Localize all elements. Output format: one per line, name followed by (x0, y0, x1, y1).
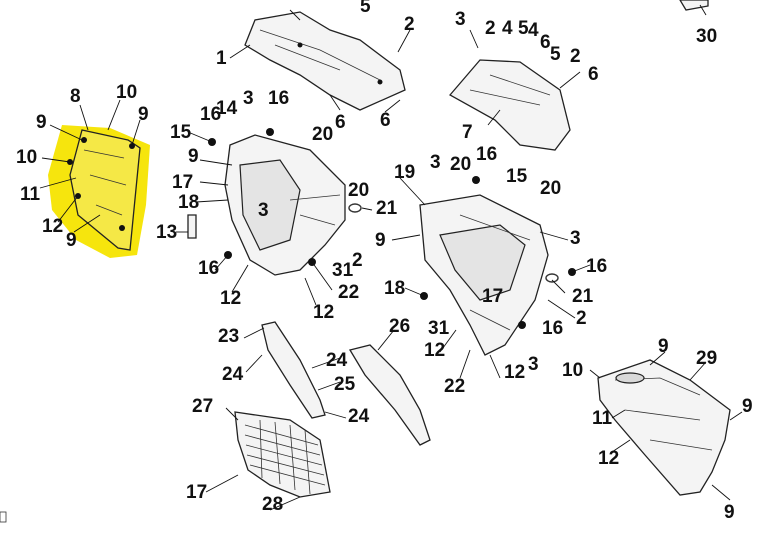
callout-6: 6 (335, 112, 346, 133)
callout-2: 2 (570, 46, 581, 67)
callout-2: 2 (576, 308, 587, 329)
callout-24: 24 (222, 364, 244, 385)
part-13-bracket (187, 214, 197, 239)
callout-12: 12 (42, 216, 63, 237)
part-23-left-strip (261, 321, 326, 419)
callout-19: 19 (394, 162, 415, 183)
callout-12: 12 (313, 302, 334, 323)
callout-9: 9 (138, 104, 149, 125)
callout-18: 18 (178, 192, 199, 213)
callout-12: 12 (424, 340, 445, 361)
leader-lines (39, 4, 743, 511)
callout-2: 2 (352, 250, 363, 271)
callout-20: 20 (312, 124, 333, 145)
callout-16: 16 (268, 88, 289, 109)
page-corner-icon (0, 511, 7, 523)
callout-3: 3 (258, 200, 269, 221)
callout-12: 12 (504, 362, 525, 383)
callout-30: 30 (696, 26, 717, 47)
callout-5: 5 (360, 0, 371, 17)
callout-17: 17 (172, 172, 193, 193)
callout-16: 16 (198, 258, 219, 279)
callout-3: 3 (243, 88, 254, 109)
callout-10: 10 (16, 147, 37, 168)
callout-6: 6 (540, 32, 551, 53)
callout-1: 1 (216, 48, 227, 69)
callout-9: 9 (188, 146, 199, 167)
callout-20: 20 (348, 180, 369, 201)
callout-26: 26 (389, 316, 410, 337)
right-frame-assembly (419, 176, 576, 356)
callout-9: 9 (658, 336, 669, 357)
highlight-part-8 (48, 125, 150, 258)
callout-2: 2 (485, 18, 496, 39)
callout-10: 10 (562, 360, 583, 381)
part-26-right-strip (348, 344, 431, 446)
callout-7: 7 (462, 122, 473, 143)
callout-13: 13 (156, 222, 177, 243)
callout-16: 16 (542, 318, 563, 339)
callout-10: 10 (116, 82, 137, 103)
callout-31: 31 (428, 318, 450, 339)
callout-4: 4 (528, 20, 539, 41)
part-27-grille (234, 411, 331, 498)
callout-23: 23 (218, 326, 239, 347)
callout-3: 3 (570, 228, 581, 249)
part-30 (679, 0, 709, 11)
callout-12: 12 (220, 288, 241, 309)
callout-16: 16 (476, 144, 497, 165)
callout-18: 18 (384, 278, 405, 299)
callout-28: 28 (262, 494, 283, 515)
callouts: 5 2 1 6 6 3 2 4 5 4 6 5 2 6 7 30 10 8 9 … (16, 0, 753, 523)
callout-9: 9 (742, 396, 753, 417)
callout-2: 2 (404, 14, 415, 35)
callout-29: 29 (696, 348, 717, 369)
callout-20: 20 (450, 154, 471, 175)
callout-16: 16 (200, 104, 221, 125)
left-frame-assembly (208, 128, 362, 276)
callout-3: 3 (528, 354, 539, 375)
callout-11: 11 (592, 408, 613, 429)
callout-31: 31 (332, 260, 354, 281)
callout-6: 6 (380, 110, 391, 131)
part-29-right-side-panel (597, 359, 731, 496)
callout-3: 3 (430, 152, 441, 173)
callout-24: 24 (326, 350, 348, 371)
callout-22: 22 (338, 282, 359, 303)
callout-24: 24 (348, 406, 370, 427)
callout-20: 20 (540, 178, 561, 199)
part-7-right-top-cover (448, 59, 571, 151)
callout-5: 5 (550, 44, 561, 65)
callout-27: 27 (192, 396, 213, 417)
callout-22: 22 (444, 376, 465, 397)
callout-3: 3 (455, 9, 466, 30)
part-1-top-cover (244, 11, 406, 111)
callout-14: 14 (216, 98, 238, 119)
callout-6: 6 (588, 64, 599, 85)
callout-17: 17 (482, 286, 503, 307)
callout-15: 15 (506, 166, 528, 187)
callout-16: 16 (586, 256, 607, 277)
callout-9: 9 (66, 230, 77, 251)
callout-12: 12 (598, 448, 619, 469)
callout-21: 21 (376, 198, 398, 219)
callout-15: 15 (170, 122, 192, 143)
callout-17: 17 (186, 482, 207, 503)
callout-4: 4 (502, 18, 513, 39)
callout-11: 11 (20, 184, 41, 205)
callout-9: 9 (36, 112, 47, 133)
callout-5: 5 (518, 18, 529, 39)
callout-25: 25 (334, 374, 356, 395)
callout-9: 9 (724, 502, 735, 523)
callout-21: 21 (572, 286, 594, 307)
callout-8: 8 (70, 86, 81, 107)
callout-9: 9 (375, 230, 386, 251)
